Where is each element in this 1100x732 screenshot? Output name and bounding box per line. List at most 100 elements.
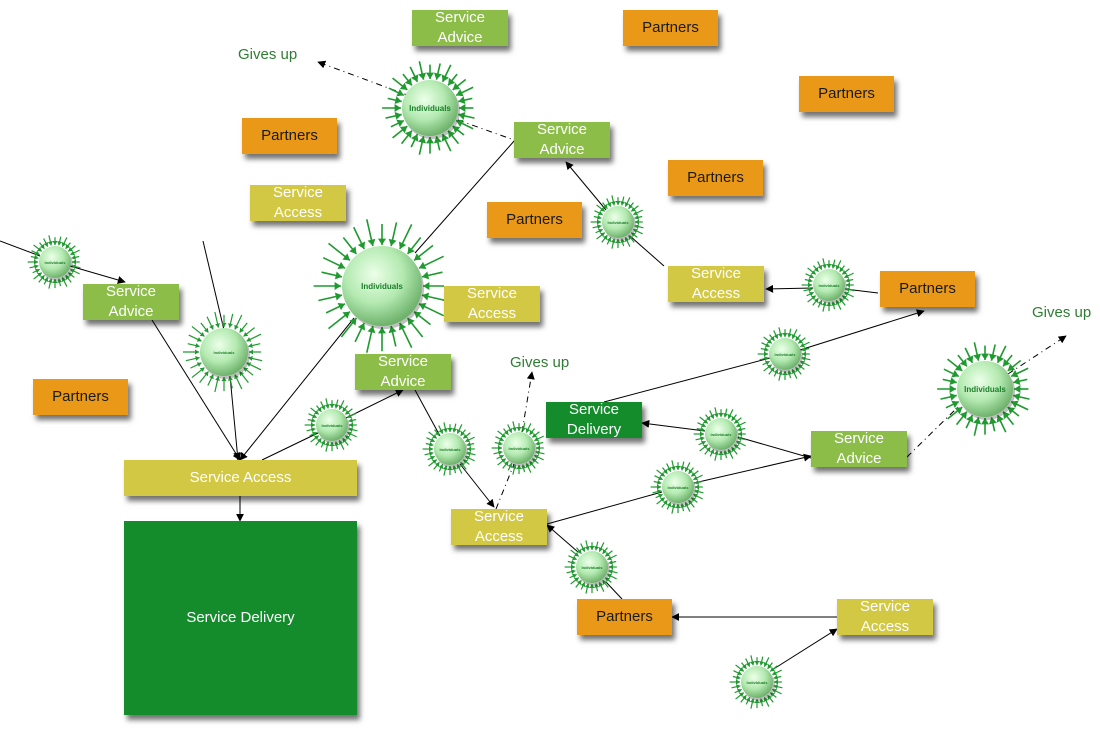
individuals-ball[interactable]: Individuals (313, 219, 446, 353)
ball-ray-arrowhead (736, 440, 742, 446)
ball-ray-arrowhead (615, 239, 621, 243)
ball-ray-arrowhead (47, 278, 53, 284)
ball-ray-arrowhead (452, 427, 458, 433)
node-service-advice[interactable]: Service Advice (811, 430, 907, 467)
ball-ray-arrowhead (1013, 377, 1021, 386)
ball-ray-arrowhead (357, 241, 366, 250)
ball-ray-arrowhead (817, 264, 823, 270)
node-service-advice[interactable]: Service Advice (83, 283, 179, 320)
ball-ray-arrowhead (239, 371, 245, 377)
ball-ray-arrowhead (735, 674, 741, 680)
node-service-access[interactable]: Service Access (837, 598, 933, 635)
ball-body (813, 269, 845, 301)
ball-ray-arrowhead (52, 279, 58, 283)
edge-line (1007, 335, 1067, 375)
ball-ray-arrowhead (438, 428, 444, 434)
ball-ray-arrowhead (70, 268, 76, 274)
ball-ray-arrowhead (345, 435, 350, 441)
ball-ray-arrowhead (693, 493, 699, 499)
individuals-ball[interactable]: Individuals (729, 655, 783, 709)
node-service-access-main[interactable]: Service Access (124, 460, 357, 496)
edge-line (457, 119, 515, 141)
node-partners[interactable]: Partners (623, 10, 718, 46)
ball-ray-arrowhead (705, 447, 711, 452)
ball-label: Individuals (582, 565, 604, 570)
ball-ray-arrowhead (311, 413, 317, 419)
ball-ray-arrowhead (68, 272, 73, 278)
individuals-ball[interactable]: Individuals (693, 407, 747, 461)
individuals-ball[interactable]: Individuals (382, 61, 475, 155)
individuals-ball[interactable]: Individuals (27, 235, 81, 289)
edge-line (239, 317, 355, 461)
ball-ray-arrowhead (448, 77, 456, 86)
individuals-ball[interactable]: Individuals (422, 422, 476, 476)
ball-ray-arrowhead (800, 360, 806, 366)
ball-ray-arrowhead (695, 484, 699, 490)
node-service-access[interactable]: Service Access (668, 265, 764, 302)
ball-ray-arrowhead (324, 403, 330, 409)
ball-ray-arrowhead (688, 500, 694, 505)
node-partners[interactable]: Partners (880, 271, 975, 307)
ball-ray-arrowhead (536, 445, 540, 451)
node-partners[interactable]: Partners (33, 379, 128, 415)
ball-ray-arrowhead (749, 698, 755, 704)
node-service-access[interactable]: Service Access (444, 285, 540, 322)
individuals-ball[interactable]: Individuals (564, 540, 618, 594)
individuals-ball[interactable]: Individuals (801, 258, 855, 312)
ball-ray-arrowhead (498, 445, 502, 451)
ball-body (602, 206, 634, 238)
node-service-advice[interactable]: Service Advice (355, 353, 451, 390)
ball-ray-arrowhead (693, 475, 699, 481)
node-service-delivery-main[interactable]: Service Delivery (124, 521, 357, 715)
ball-ray-arrowhead (195, 349, 199, 355)
individuals-ball[interactable]: Individuals (304, 398, 358, 452)
individuals-ball[interactable]: Individuals (590, 195, 644, 249)
ball-ray-arrowhead (441, 74, 449, 82)
ball-ray-arrowhead (334, 292, 343, 301)
individuals-ball[interactable]: Individuals (757, 327, 811, 381)
node-service-delivery[interactable]: Service Delivery (546, 401, 642, 438)
ball-ray-arrowhead (769, 336, 775, 341)
ball-ray-arrowhead (954, 407, 963, 415)
ball-ray-arrowhead (839, 298, 845, 303)
individuals-ball[interactable]: Individuals (937, 342, 1030, 436)
edge-line (771, 628, 838, 671)
ball-ray-arrowhead (463, 459, 468, 465)
ball-ray-arrowhead (605, 577, 610, 583)
ball-ray-arrowhead (43, 277, 49, 283)
node-partners[interactable]: Partners (799, 76, 894, 112)
node-partners[interactable]: Partners (577, 599, 672, 635)
ball-ray-arrowhead (699, 426, 705, 432)
ball-ray-arrowhead (787, 370, 793, 376)
ball-ray-arrowhead (429, 437, 435, 443)
ball-ray-arrowhead (456, 464, 462, 470)
ball-ray-arrowhead (606, 237, 612, 243)
node-partners[interactable]: Partners (668, 160, 763, 196)
ball-label: Individuals (775, 352, 797, 357)
node-partners[interactable]: Partners (242, 118, 337, 154)
edge-line (261, 431, 321, 461)
individuals-ball[interactable]: Individuals (182, 311, 263, 393)
ball-ray-arrowhead (498, 436, 504, 442)
individuals-ball[interactable]: Individuals (491, 421, 545, 475)
ball-ray-arrowhead (407, 318, 415, 326)
ball-ray-arrowhead (798, 364, 803, 370)
edge-line (0, 240, 41, 257)
ball-ray-arrowhead (71, 254, 77, 260)
ball-ray-arrowhead (596, 214, 602, 220)
ball-ray-arrowhead (34, 250, 40, 256)
ball-ray-arrowhead (981, 353, 989, 360)
ball-ray-arrowhead (996, 355, 1004, 363)
individuals-ball[interactable]: Individuals (650, 460, 704, 514)
ball-ray-arrowhead (620, 238, 626, 244)
ball-ray-arrowhead (196, 337, 202, 342)
ball-ray-arrowhead (195, 343, 200, 348)
ball-ray-arrowhead (631, 232, 636, 238)
ball-body (342, 246, 422, 326)
node-partners[interactable]: Partners (487, 202, 582, 238)
node-service-access[interactable]: Service Access (250, 184, 346, 221)
node-service-access[interactable]: Service Access (451, 508, 547, 545)
node-service-advice[interactable]: Service Advice (412, 9, 508, 46)
ball-ray-arrowhead (656, 479, 662, 485)
node-service-advice[interactable]: Service Advice (514, 121, 610, 158)
